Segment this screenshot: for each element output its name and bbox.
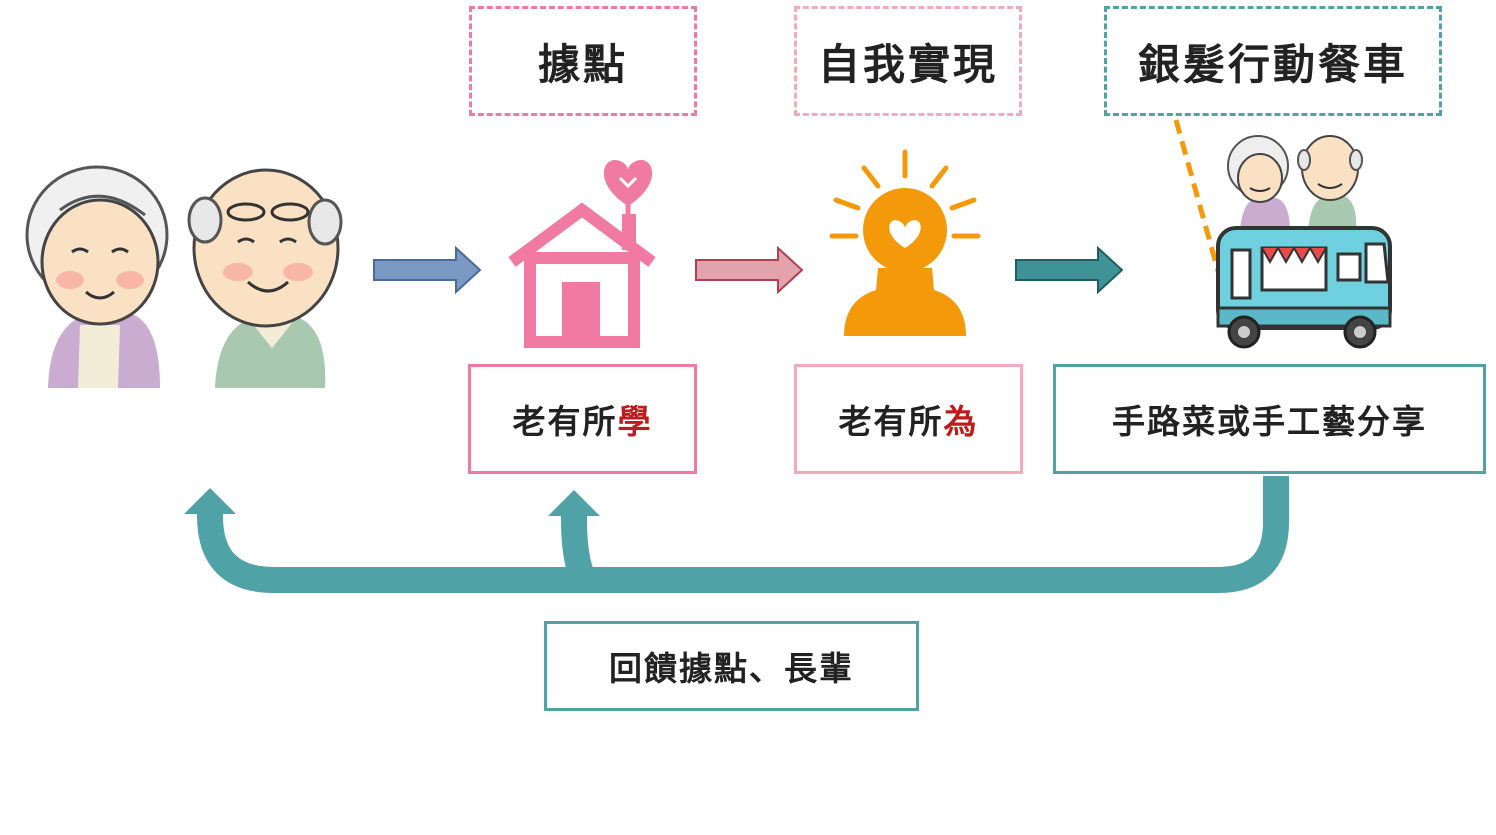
- label-self-realization: 自我實現: [794, 6, 1022, 116]
- label-act-highlight: 為: [943, 402, 979, 441]
- label-base-text: 據點: [537, 39, 628, 89]
- house-heart-icon: [508, 160, 656, 348]
- label-share: 手路菜或手工藝分享: [1053, 364, 1486, 474]
- label-share-text: 手路菜或手工藝分享: [1112, 402, 1427, 441]
- elderly-couple-illustration: [25, 165, 343, 388]
- label-feedback-text: 回饋據點、長輩: [609, 649, 854, 688]
- label-food-truck-text: 銀髮行動餐車: [1137, 39, 1408, 89]
- food-truck-with-elders-illustration: [1216, 135, 1392, 349]
- label-act-prefix: 老有所: [838, 402, 944, 441]
- flow-arrow-3: [1015, 245, 1124, 295]
- connector-dashed-line: [1173, 119, 1223, 279]
- label-learn-highlight: 學: [617, 402, 653, 441]
- flow-arrow-2: [695, 245, 804, 295]
- label-base: 據點: [469, 6, 697, 116]
- label-act: 老有所為: [794, 364, 1023, 474]
- flow-arrow-1: [373, 245, 482, 295]
- feedback-loop-arrows: [184, 476, 1289, 593]
- feedback-arrowhead-elders: [184, 488, 236, 514]
- label-self-realization-text: 自我實現: [817, 39, 998, 89]
- label-learn: 老有所學: [468, 364, 697, 474]
- feedback-arrowhead-base: [548, 490, 600, 516]
- person-heart-idea-icon: [829, 149, 981, 336]
- label-feedback: 回饋據點、長輩: [544, 621, 919, 711]
- label-learn-prefix: 老有所: [512, 402, 618, 441]
- label-food-truck: 銀髮行動餐車: [1104, 6, 1442, 116]
